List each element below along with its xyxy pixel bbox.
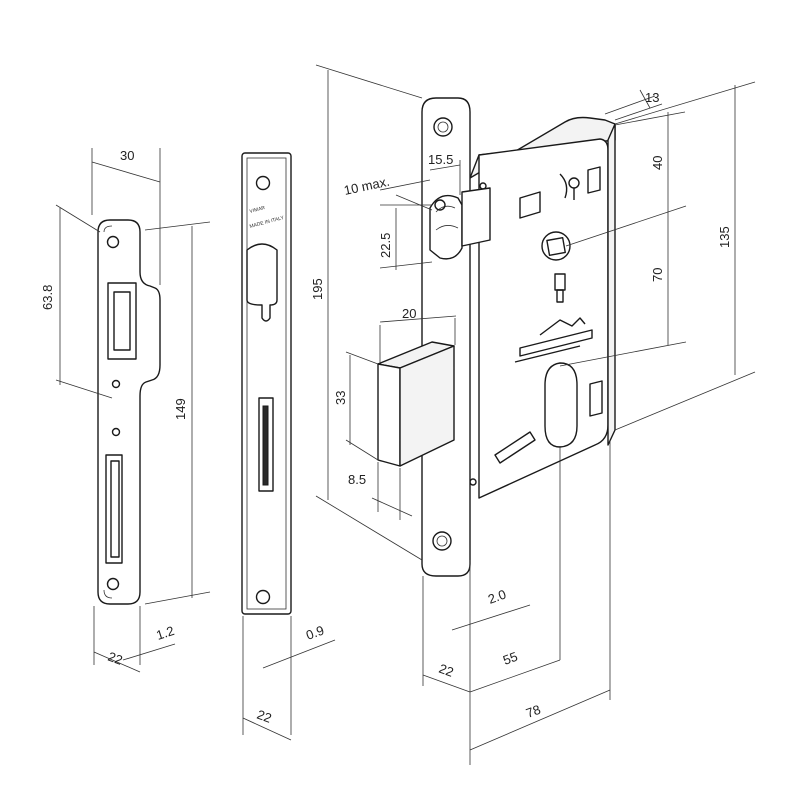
dim-strike-thickness: 1.2 [154,623,176,643]
faceplate [241,152,292,615]
dim-case-height: 135 [717,226,732,248]
dim-bolt-height: 33 [333,391,348,405]
dim-case-thickness: 13 [645,90,659,105]
dim-strike-bottom-width: 22 [106,649,125,668]
dim-strike-height: 149 [173,398,188,420]
dim-front-width: 22 [437,661,456,680]
dim-front-thickness: 2.0 [486,587,508,607]
dim-latch-height: 22.5 [378,233,393,258]
dim-backset: 55 [501,649,520,668]
lock-forend [421,97,471,577]
dim-latch-projection: 10 max. [343,174,391,198]
lock-case [469,116,616,499]
dim-strike-latch-height: 63.8 [40,285,55,310]
dim-bolt-thickness: 8.5 [348,472,366,487]
faceplate-origin-mark: MADE IN ITALY [249,215,285,230]
dim-latch-offset: 15.5 [428,152,453,167]
strike-plate-dimensions [55,148,211,673]
dim-faceplate-width: 22 [255,707,274,726]
deadbolt [377,341,455,467]
latch-bolt [429,187,491,260]
dim-lock-height: 195 [310,278,325,300]
faceplate-brand-mark: VIMAR [249,205,266,215]
dim-top-to-spindle: 40 [650,156,665,170]
strike-plate [97,219,161,605]
dim-strike-width: 30 [120,148,134,163]
lock-dimensions [315,64,756,765]
dim-bolt-projection: 20 [402,306,416,321]
dim-case-depth: 78 [524,702,543,721]
dim-spindle-to-cylinder: 70 [650,268,665,282]
faceplate-dimensions [242,616,336,741]
dim-faceplate-thickness: 0.9 [304,623,326,643]
